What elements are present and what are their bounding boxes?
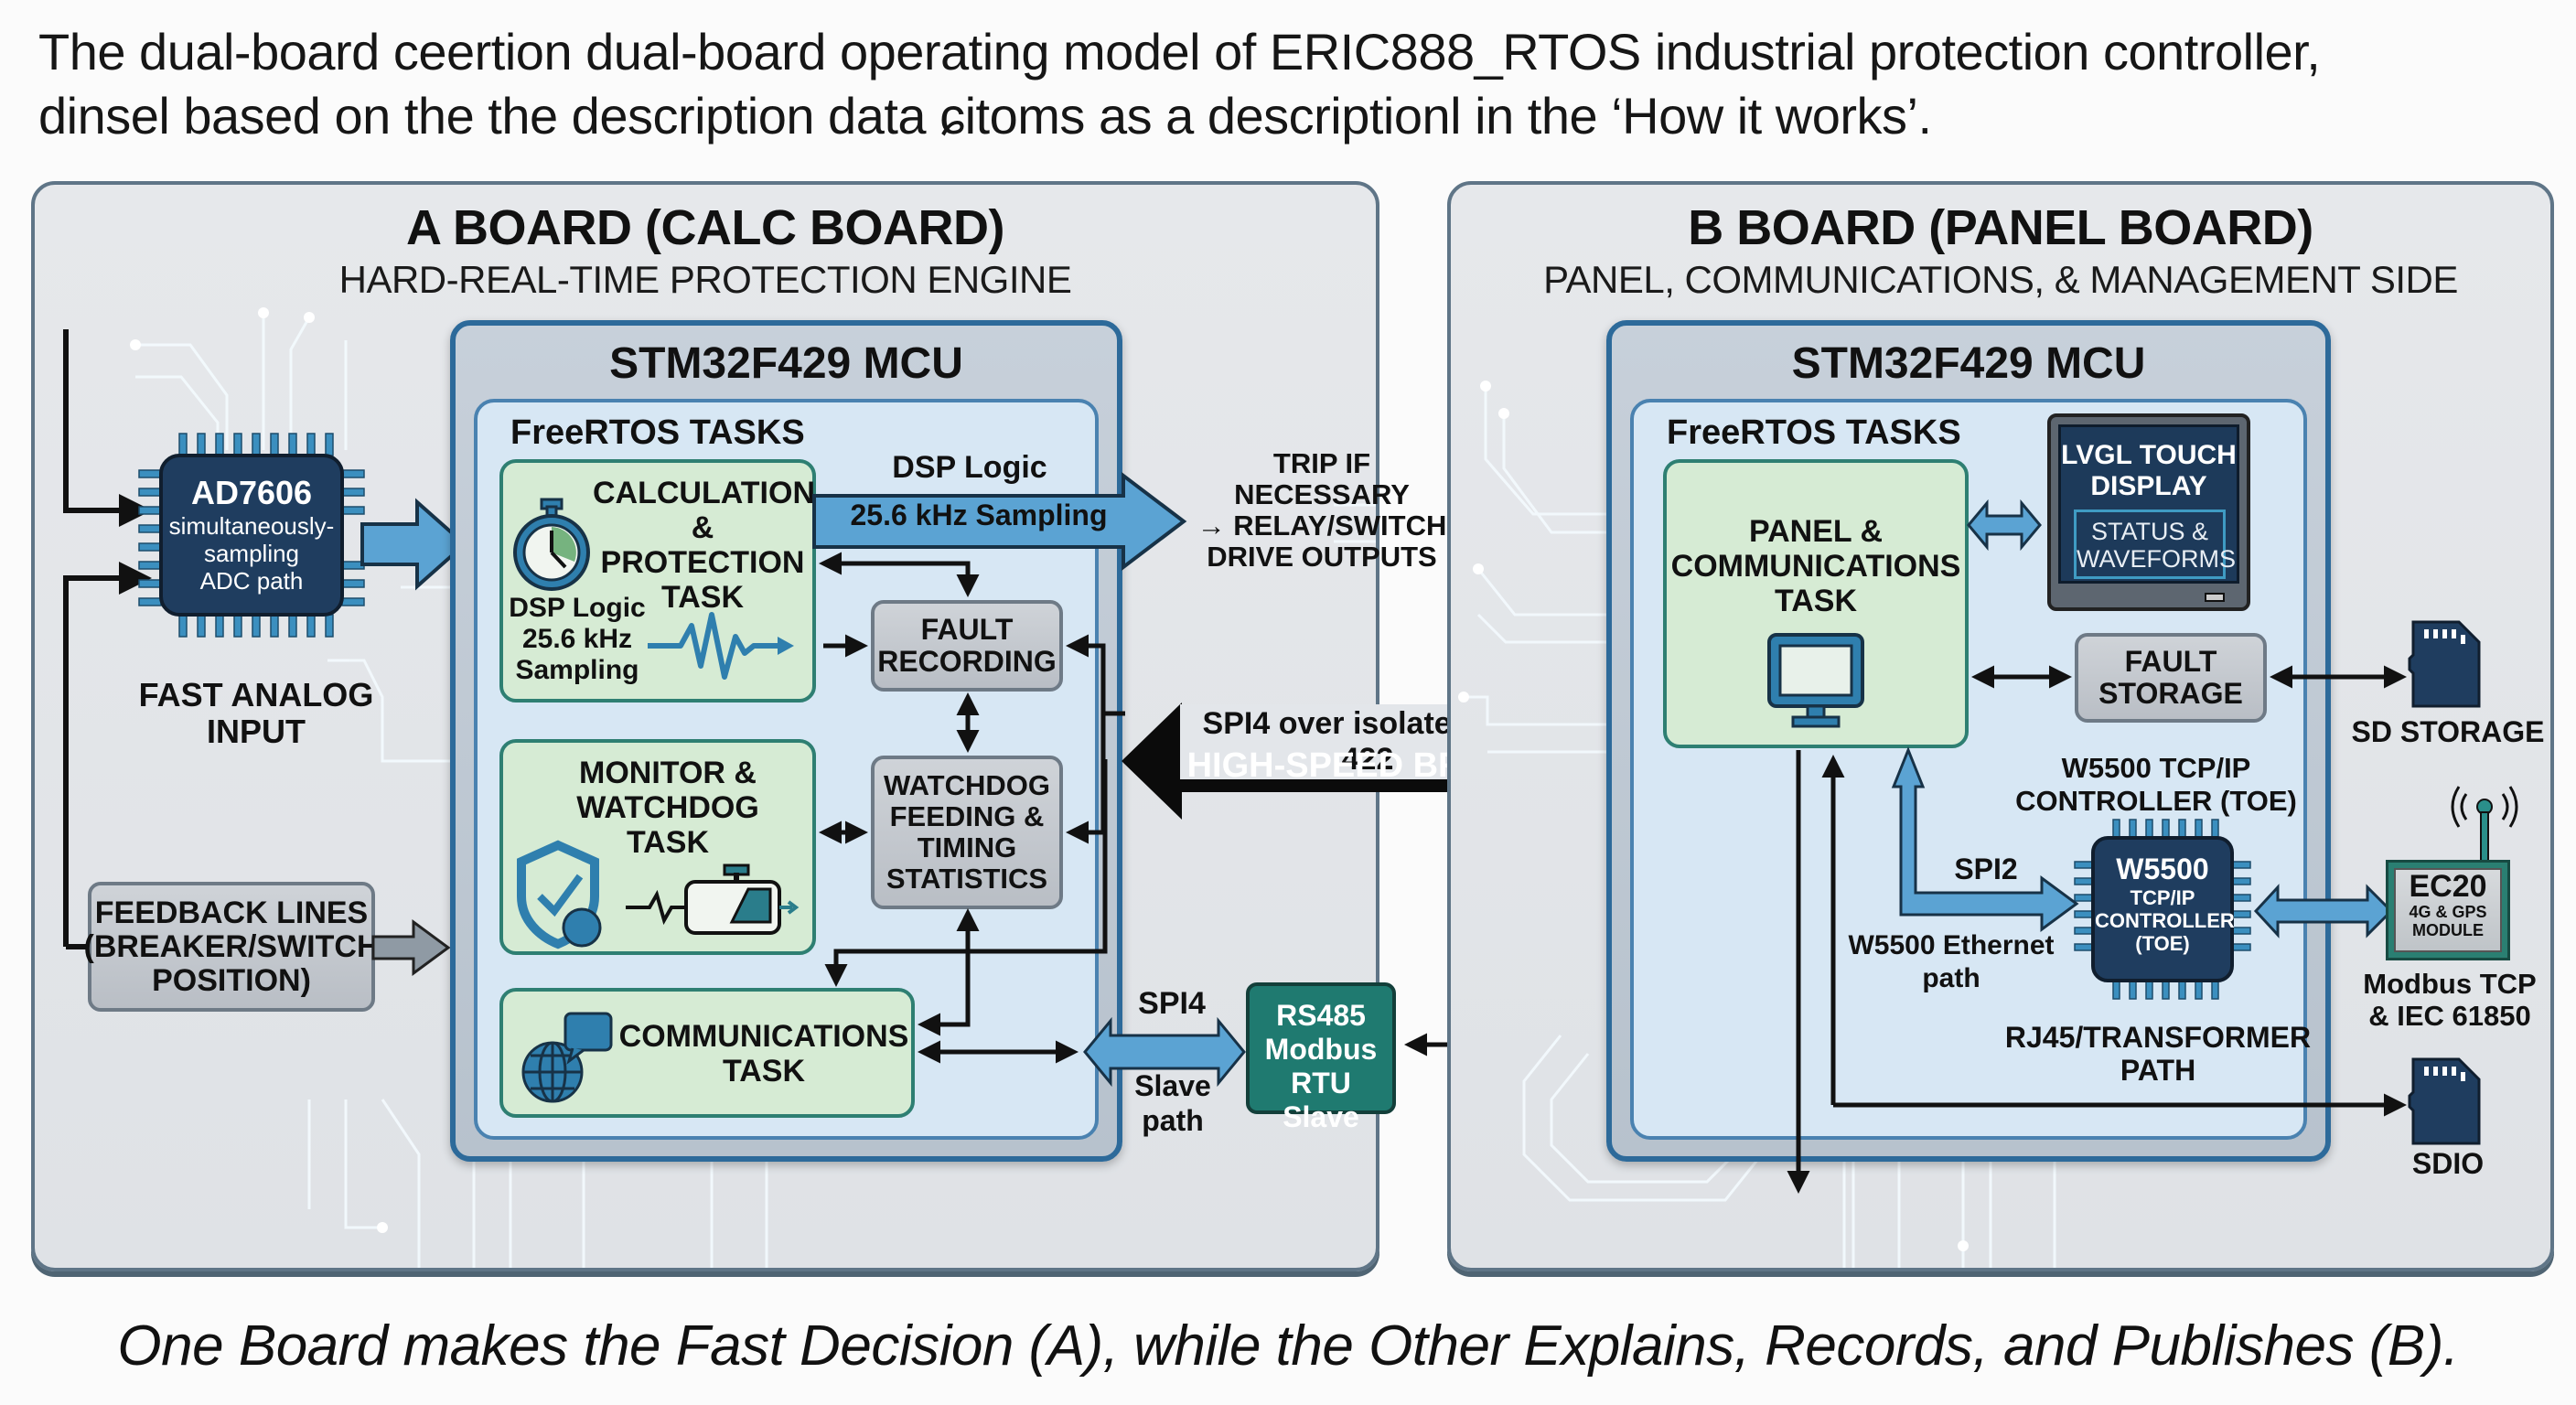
- board-a-mcu-title: STM32F429 MCU: [609, 339, 963, 388]
- w5500-chip-desc: TCP/IP CONTROLLER (TOE): [2095, 886, 2235, 955]
- ethernet-path-label: W5500 Ethernet path: [1848, 930, 2055, 993]
- w5500-chip-pins-icon: [2074, 819, 2251, 1000]
- display-port-icon: [2205, 593, 2225, 602]
- board-a-rtos-title: FreeRTOS TASKS: [510, 413, 805, 452]
- spi2-elbow-arrow-icon: [1891, 745, 2079, 932]
- feedback-lines-box: FEEDBACK LINES (BREAKER/SWITCH POSITION): [84, 882, 380, 1012]
- board-a-subtitle: HARD-REAL-TIME PROTECTION ENGINE: [338, 258, 1072, 301]
- sampling-arrow-label: 25.6 kHz Sampling: [850, 499, 1108, 531]
- dsp-trip-arrow-icon: [812, 471, 1187, 572]
- spi4-label: SPI4: [1138, 986, 1206, 1021]
- calc-dsp-label: DSP Logic 25.6 kHz Sampling: [509, 593, 646, 685]
- ec20-module[interactable]: EC20 4G & GPS MODULE: [2386, 860, 2510, 960]
- diagram-caption: One Board makes the Fast Decision (A), w…: [117, 1314, 2459, 1378]
- lvgl-touch-display[interactable]: LVGL TOUCH DISPLAY STATUS & WAVEFORMS: [2047, 413, 2250, 611]
- w5500-chip-name: W5500: [2116, 853, 2209, 885]
- adc-chip-name: AD7606: [190, 474, 313, 511]
- board-b-title: B BOARD (PANEL BOARD): [1688, 200, 2313, 255]
- trip-outputs-label: TRIP IF NECESSARY → RELAY/SWITCH DRIVE O…: [1197, 447, 1447, 573]
- board-b-subtitle: PANEL, COMMUNICATIONS, & MANAGEMENT SIDE: [1543, 258, 2458, 301]
- spi4-double-arrow-icon: [1083, 1016, 1246, 1088]
- panel-task-label: PANEL & COMMUNICATIONS TASK: [1670, 514, 1961, 618]
- display-title: LVGL TOUCH DISPLAY: [2061, 440, 2237, 501]
- board-a-title: A BOARD (CALC BOARD): [406, 200, 1004, 255]
- header-title-line-1: The dual-board ceertion dual-board opera…: [38, 23, 2321, 80]
- adc-chip-body: AD7606 simultaneously- sampling ADC path: [159, 454, 344, 617]
- sd-card-icon: [2408, 620, 2481, 708]
- watchdog-statistics-box[interactable]: WATCHDOG FEEDING & TIMING STATISTICS: [871, 756, 1063, 909]
- rj45-transformer-path-label: RJ45/TRANSFORMER PATH: [2004, 1021, 2312, 1087]
- feedback-to-mcu-arrow-icon: [371, 919, 451, 976]
- waveform-icon: [648, 612, 794, 680]
- adc-chip-ad7606: AD7606 simultaneously- sampling ADC path: [137, 430, 366, 640]
- panel-communications-task[interactable]: PANEL & COMMUNICATIONS TASK: [1663, 459, 1969, 748]
- analog-input-line-1: [63, 329, 152, 527]
- feedback-line-to-adc: [63, 562, 152, 947]
- board-b-mcu-title: STM32F429 MCU: [1791, 339, 2146, 388]
- panel-display-double-arrow-icon: [1967, 499, 2042, 552]
- sdio-label: SDIO: [2411, 1147, 2485, 1180]
- ec20-module-face: EC20 4G & GPS MODULE: [2394, 868, 2502, 952]
- display-screen: LVGL TOUCH DISPLAY STATUS & WAVEFORMS: [2058, 424, 2239, 584]
- w5500-chip: W5500 TCP/IP CONTROLLER (TOE): [2073, 818, 2252, 1001]
- w5500-chip-body: W5500 TCP/IP CONTROLLER (TOE): [2091, 836, 2235, 982]
- display-status-waveforms: STATUS & WAVEFORMS: [2074, 509, 2236, 579]
- antenna-signal-icon: [2451, 786, 2518, 881]
- sdio-card-icon: [2408, 1057, 2481, 1145]
- adc-chip-desc: simultaneously- sampling ADC path: [168, 512, 335, 595]
- fault-storage-box[interactable]: FAULT STORAGE: [2075, 633, 2267, 723]
- sd-storage-label: SD STORAGE: [2351, 715, 2545, 748]
- fault-recording-box[interactable]: FAULT RECORDING: [871, 600, 1063, 692]
- w5500-heading-label: W5500 TCP/IP CONTROLLER (TOE): [2015, 752, 2297, 817]
- communications-task[interactable]: COMMUNICATIONS TASK: [499, 988, 915, 1118]
- monitor-watchdog-task[interactable]: MONITOR & WATCHDOG TASK: [499, 739, 816, 955]
- watchdog-timer-icon: [626, 863, 800, 935]
- fast-analog-input-label: FAST ANALOG INPUT: [138, 676, 374, 750]
- adc-to-calc-arrow-icon: [360, 498, 468, 591]
- stopwatch-icon: [513, 498, 590, 591]
- monitor-task-label: MONITOR & WATCHDOG TASK: [576, 756, 759, 860]
- slave-path-label: Slave path: [1134, 1069, 1211, 1137]
- rs485-modbus-rtu-box[interactable]: RS485 Modbus RTU Slave: [1246, 982, 1396, 1133]
- comms-task-label: COMMUNICATIONS TASK: [618, 1019, 909, 1089]
- shield-check-icon: [517, 840, 602, 949]
- globe-chat-icon: [521, 1012, 613, 1103]
- ec20-desc: 4G & GPS MODULE: [2409, 903, 2487, 939]
- monitor-icon: [1767, 633, 1864, 728]
- modbus-tcp-iec-label: Modbus TCP & IEC 61850: [2363, 968, 2537, 1032]
- spi2-label: SPI2: [1954, 853, 2018, 885]
- ec20-name: EC20: [2409, 869, 2487, 904]
- calculation-protection-task[interactable]: CALCULATION & PROTECTION TASK DSP Logic …: [499, 459, 816, 702]
- header-title-line-2: dinsel based on the the description data…: [38, 87, 1932, 145]
- dsp-logic-arrow-label: DSP Logic: [892, 450, 1047, 485]
- calc-task-label: CALCULATION & PROTECTION TASK: [593, 476, 815, 615]
- board-b-rtos-title: FreeRTOS TASKS: [1667, 413, 1961, 452]
